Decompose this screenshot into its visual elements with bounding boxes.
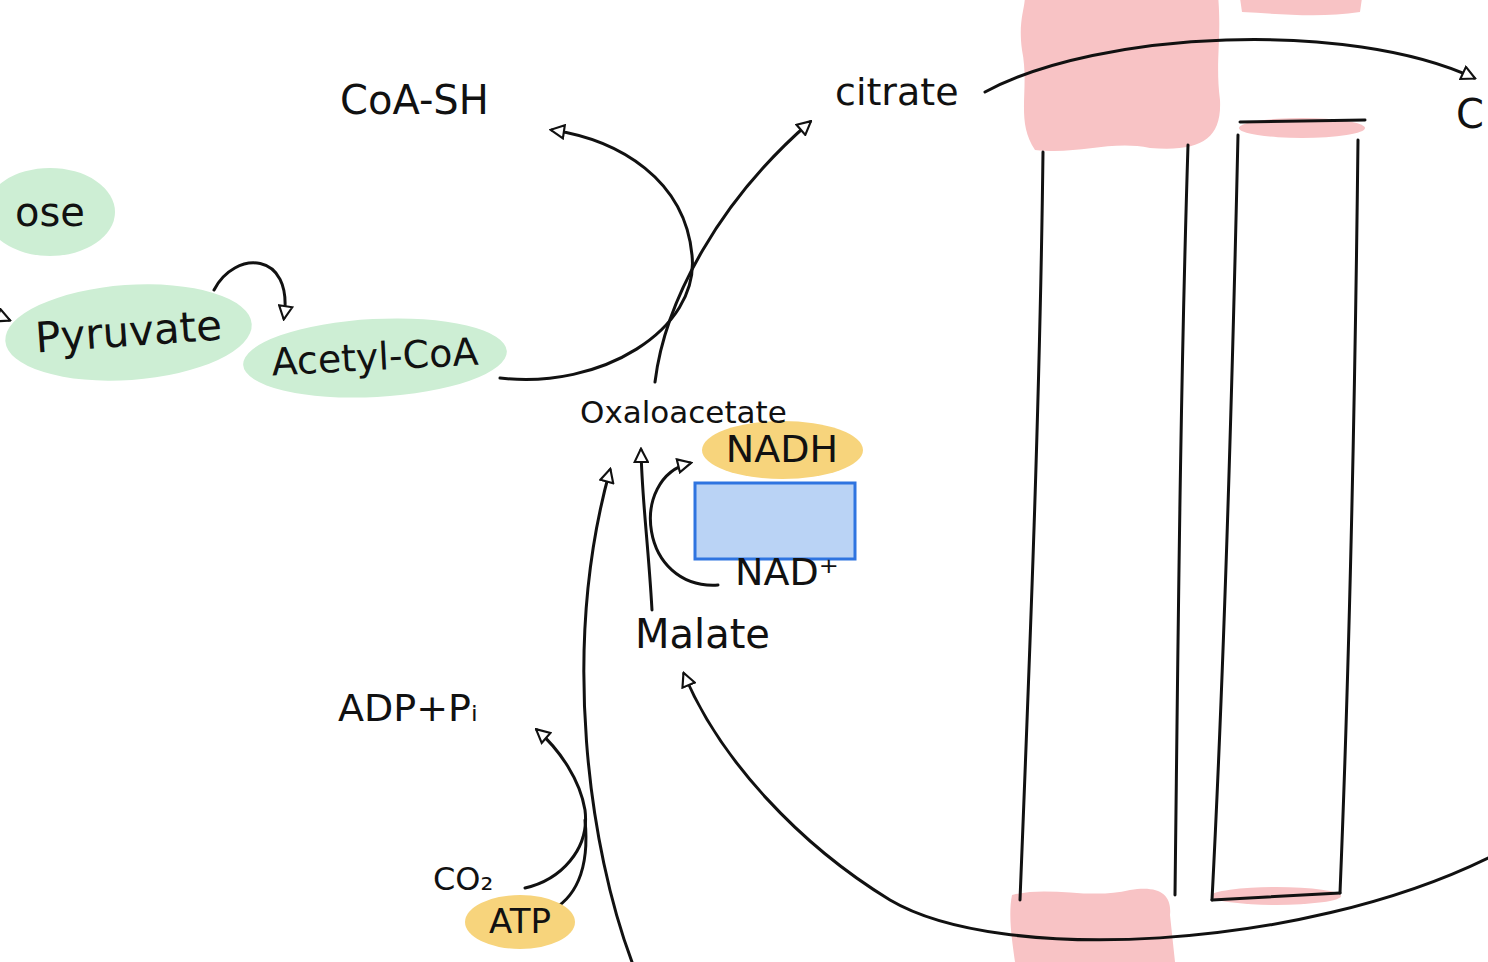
node-text: ATP bbox=[489, 903, 551, 940]
cofactor-highlight: NADH bbox=[702, 421, 863, 479]
metabolite-label: CoA-SH bbox=[340, 78, 489, 122]
reaction-arrow bbox=[655, 122, 810, 382]
metabolite-blob: Acetyl-CoA bbox=[241, 312, 509, 404]
cofactor-label: ADP+Pᵢ bbox=[338, 688, 478, 730]
transport-arrow bbox=[985, 40, 1474, 92]
channel-wall bbox=[1212, 135, 1238, 900]
metabolite-blob: ose bbox=[0, 168, 115, 256]
reaction-arrow bbox=[584, 470, 632, 962]
transporter-cap bbox=[1021, 0, 1220, 151]
cofactor-label: CO₂ bbox=[433, 862, 493, 897]
transporter-cap bbox=[1240, 0, 1362, 15]
cofactor-highlight: ATP bbox=[465, 895, 575, 949]
channel-wall bbox=[1340, 140, 1358, 893]
enzyme-box bbox=[695, 483, 855, 559]
metabolite-label: citrate bbox=[835, 72, 959, 114]
cycle-arrow bbox=[684, 674, 1488, 940]
channel-wall bbox=[1020, 152, 1043, 900]
node-text: NADH bbox=[726, 429, 838, 471]
metabolite-label: Malate bbox=[635, 612, 770, 656]
node-text: Acetyl-CoA bbox=[271, 332, 480, 385]
channel-rim bbox=[1212, 120, 1365, 900]
metabolite-label: Oxaloacetate bbox=[580, 395, 787, 429]
cofactor-arrow bbox=[548, 820, 586, 912]
node-text: Pyruvate bbox=[33, 302, 223, 361]
cofactor-label: NAD⁺ bbox=[735, 552, 839, 594]
node-text: ose bbox=[15, 190, 85, 234]
metabolite-label: C bbox=[1456, 92, 1484, 136]
transporter-cap bbox=[1010, 889, 1175, 962]
incoming-arrow bbox=[0, 312, 9, 320]
cofactor-arrow bbox=[525, 730, 586, 888]
channel-wall bbox=[1175, 145, 1188, 895]
metabolite-blob: Pyruvate bbox=[1, 276, 254, 388]
